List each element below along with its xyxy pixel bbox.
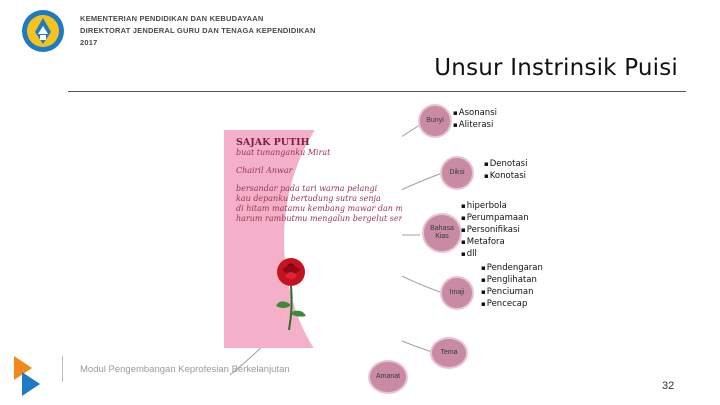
- node-bunyi-label: Bunyi: [426, 117, 444, 124]
- list-item: Penciuman: [481, 286, 543, 298]
- node-amanat: Amanat: [368, 360, 408, 394]
- poem-text: SAJAK PUTIH buat tunanganku Mirat Chairi…: [236, 138, 402, 224]
- rose-icon: [276, 258, 306, 331]
- org-line-directorate: DIREKTORAT JENDERAL GURU DAN TENAGA KEPE…: [80, 26, 316, 35]
- node-tema: Tema: [430, 337, 468, 369]
- node-imaji: Imaji: [440, 276, 474, 310]
- title-divider: [68, 91, 686, 92]
- list-item: Pendengaran: [481, 262, 543, 274]
- footer-logo-icon: [14, 356, 40, 396]
- node-diksi-label: Diksi: [449, 169, 465, 176]
- poem-line: harum rambutmu mengalun bergelut senda: [236, 214, 402, 223]
- footer-divider: [62, 356, 63, 382]
- node-bahasa-kias-label-line2: Kias: [435, 233, 449, 240]
- list-item: Perumpamaan: [461, 212, 529, 224]
- node-amanat-label: Amanat: [375, 373, 401, 380]
- poem-line: di hitam matamu kembang mawar dan melati: [236, 204, 402, 213]
- header: KEMENTERIAN PENDIDIKAN DAN KEBUDAYAAN DI…: [0, 0, 720, 60]
- poem-card: SAJAK PUTIH buat tunanganku Mirat Chairi…: [224, 130, 402, 348]
- page-number: 32: [662, 380, 675, 392]
- node-tema-label: Tema: [440, 349, 458, 356]
- poem-author: Chairil Anwar: [236, 166, 293, 175]
- org-line-ministry: KEMENTERIAN PENDIDIKAN DAN KEBUDAYAAN: [80, 14, 264, 23]
- list-item: Aliterasi: [453, 119, 497, 131]
- node-bunyi: Bunyi: [418, 104, 452, 138]
- footer-module-title: Modul Pengembangan Keprofesian Berkelanj…: [80, 364, 290, 375]
- list-item: Metafora: [461, 236, 529, 248]
- slide-title: Unsur Instrinsik Puisi: [434, 55, 678, 81]
- organization-name: KEMENTERIAN PENDIDIKAN DAN KEBUDAYAAN DI…: [80, 13, 316, 49]
- list-item: Pencecap: [481, 298, 543, 310]
- poem-line: kau depanku bertudung sutra senja: [236, 194, 381, 203]
- org-line-year: 2017: [80, 38, 98, 47]
- poem-dedication: buat tunanganku Mirat: [236, 148, 331, 157]
- bunyi-list: Asonansi Aliterasi: [453, 107, 497, 131]
- list-item: Konotasi: [484, 170, 527, 182]
- poem-card-arc: [284, 130, 402, 348]
- node-diksi: Diksi: [440, 156, 474, 190]
- list-item: hiperbola: [461, 200, 529, 212]
- node-bahasa-kias: Bahasa Kias: [422, 213, 462, 253]
- node-bahasa-kias-label: Bahasa Kias: [430, 225, 454, 241]
- imaji-list: Pendengaran Penglihatan Penciuman Pencec…: [481, 262, 543, 310]
- node-imaji-label: Imaji: [449, 289, 465, 296]
- list-item: dll: [461, 248, 529, 260]
- list-item: Denotasi: [484, 158, 528, 170]
- bahasa-kias-list: hiperbola Perumpamaan Personifikasi Meta…: [461, 200, 529, 260]
- kemendikbud-logo-icon: [22, 10, 64, 52]
- list-item: Penglihatan: [481, 274, 543, 286]
- list-item: Asonansi: [453, 107, 497, 119]
- poem-line: bersandar pada tari warna pelangi: [236, 184, 378, 193]
- list-item: Personifikasi: [461, 224, 529, 236]
- node-bahasa-kias-label-line1: Bahasa: [430, 225, 454, 232]
- poem-title: SAJAK PUTIH: [236, 137, 310, 148]
- diksi-list: Denotasi Konotasi: [484, 158, 528, 182]
